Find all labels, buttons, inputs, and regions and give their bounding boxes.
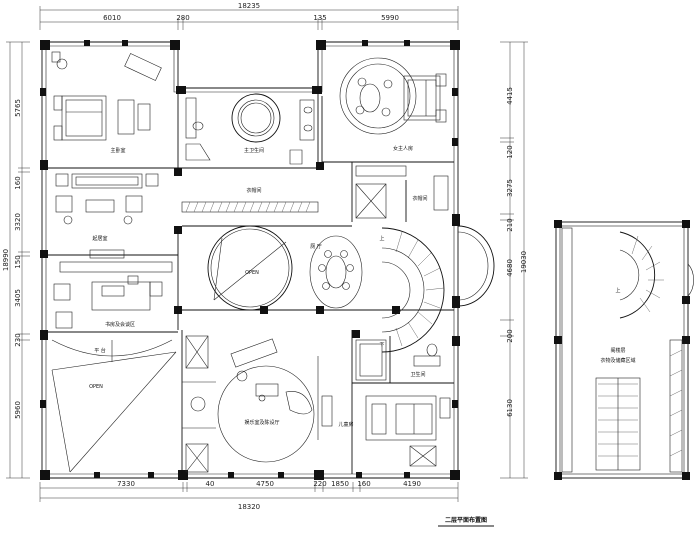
top-dimension-segment: 5990 <box>381 14 399 22</box>
right-dimension-segment: 4415 <box>506 87 514 105</box>
top-dimension-segment: 280 <box>176 14 189 22</box>
bottom-dimension-segment: 160 <box>357 480 370 488</box>
main-staircase: 上 下 <box>379 225 495 353</box>
right-dimension-chain: 4415 120 3275 210 4680 200 6130 19030 <box>500 41 528 479</box>
living-room: 起居室 <box>55 173 173 273</box>
bottom-dimension-segment: 40 <box>206 480 215 488</box>
left-dimension-segment: 150 <box>14 255 22 268</box>
hanging-rail-hatch <box>185 201 311 213</box>
right-dimension-segment: 200 <box>506 329 514 342</box>
entertainment-room: 娱乐室及陈设厅 <box>182 335 333 473</box>
entertainment-room-label: 娱乐室及陈设厅 <box>244 419 279 426</box>
right-total-dimension: 19030 <box>520 251 528 273</box>
attic-level-plan: 上 阁楼层 衣物及储藏区域 <box>554 220 694 480</box>
bathroom: 卫生间 <box>355 339 441 381</box>
stair-up-label: 上 <box>379 235 384 242</box>
exterior-walls <box>40 40 460 480</box>
right-dimension-segment: 210 <box>506 218 514 231</box>
attic-label: 阁楼层 <box>610 347 625 354</box>
living-room-label: 起居室 <box>92 235 107 242</box>
left-dimension-chain: 18990 5765 160 3320 150 3405 230 5960 <box>2 41 30 479</box>
terrace-label: 平 台 <box>94 347 106 354</box>
bottom-dimension-segment: 4750 <box>256 480 274 488</box>
top-dimension-segment: 6010 <box>103 14 121 22</box>
left-dimension-segment: 3320 <box>14 213 22 231</box>
drawing-title: 二层平面布置图 <box>445 516 487 524</box>
hall-label: 厕 厅 <box>310 244 322 250</box>
attic-storage-label: 衣物及储藏区域 <box>600 357 635 364</box>
master-bath: 主卫生间 <box>185 93 315 165</box>
kids-room: 儿童房 <box>338 395 451 467</box>
bathroom-label: 卫生间 <box>410 371 425 378</box>
cloakroom-label: 衣帽间 <box>246 187 261 194</box>
cloakroom: 衣帽间 衣帽间 <box>181 165 449 219</box>
open-void-label-left: OPEN <box>89 384 103 390</box>
study-label: 书房及会谈区 <box>105 321 135 328</box>
kids-room-label: 儿童房 <box>338 421 353 428</box>
master-bedroom: 主卧室 <box>51 51 162 154</box>
bottom-dimension-segment: 4190 <box>403 480 421 488</box>
study-area: 书房及会谈区 <box>53 275 163 329</box>
left-total-dimension: 18990 <box>2 249 10 271</box>
bottom-dimension-segment: 220 <box>313 480 326 488</box>
master-bath-label: 主卫生间 <box>244 147 264 154</box>
lady-bedroom: 女主人房 <box>339 57 447 152</box>
open-void-label-center: OPEN <box>245 270 259 276</box>
master-bedroom-label: 主卧室 <box>110 147 125 154</box>
left-dimension-segment: 160 <box>14 176 22 189</box>
bottom-dimension-segment: 1850 <box>331 480 349 488</box>
bottom-dimension-chain: 7330 40 4750 220 1850 160 4190 18320 <box>39 480 459 511</box>
left-dimension-segment: 5765 <box>14 99 22 117</box>
left-dimension-segment: 5960 <box>14 401 22 419</box>
left-dimension-segment: 230 <box>14 333 22 346</box>
drawing-title-block: 二层平面布置图 <box>438 516 494 527</box>
lady-bedroom-label: 女主人房 <box>393 145 413 152</box>
bottom-total-dimension: 18320 <box>238 503 260 511</box>
left-dimension-segment: 3405 <box>14 289 22 307</box>
bottom-dimension-segment: 7330 <box>117 480 135 488</box>
right-dimension-segment: 6130 <box>506 399 514 417</box>
top-dimension-segment: 135 <box>313 14 326 22</box>
right-dimension-segment: 120 <box>506 145 514 158</box>
right-dimension-segment: 3275 <box>506 179 514 197</box>
top-total-dimension: 18235 <box>238 2 260 10</box>
hall: OPEN 厕 厅 <box>207 225 363 311</box>
right-dimension-segment: 4680 <box>506 259 514 277</box>
interior-partitions <box>46 88 454 474</box>
attic-stair-up-label: 上 <box>615 287 620 294</box>
small-cloakroom-label: 衣帽间 <box>412 195 427 202</box>
terrace: 平 台 OPEN <box>51 339 177 473</box>
top-dimension-chain: 18235 6010 280 135 5990 <box>39 2 459 30</box>
